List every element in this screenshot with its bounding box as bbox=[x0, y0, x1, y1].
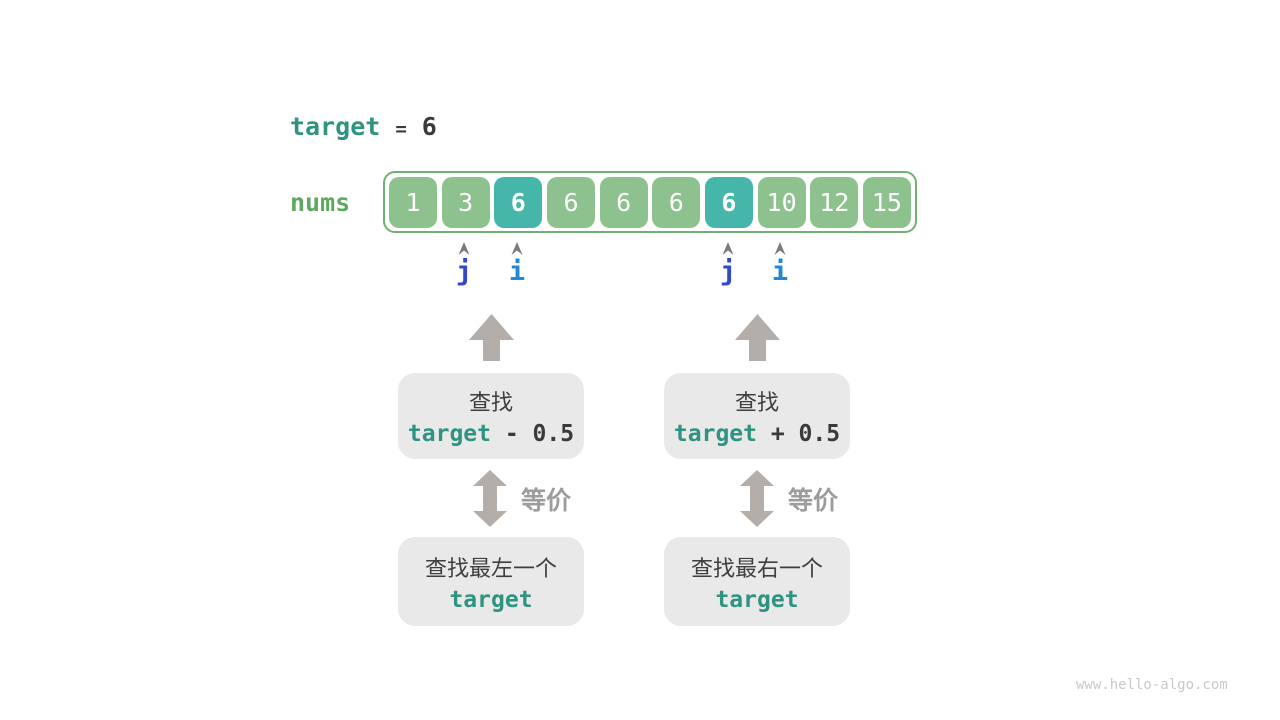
chevron-up-icon bbox=[511, 242, 523, 255]
search-code: target - 0.5 bbox=[408, 421, 574, 447]
array-cell: 6 bbox=[652, 176, 701, 228]
leftmost-target-box: 查找最左一个 target bbox=[398, 537, 584, 626]
code-operand: + 0.5 bbox=[757, 421, 841, 447]
double-arrow-icon bbox=[473, 470, 507, 532]
array-cell: 12 bbox=[810, 176, 859, 228]
code-keyword: target bbox=[715, 586, 799, 613]
target-assignment: target = 6 bbox=[290, 112, 437, 141]
pointer-j-left: j bbox=[444, 242, 484, 286]
chevron-up-icon bbox=[722, 242, 734, 255]
double-arrow-icon bbox=[740, 470, 774, 532]
array-cell: 6 bbox=[494, 176, 543, 228]
bottom-text: 查找最左一个 bbox=[424, 555, 557, 581]
search-box-left: 查找 target - 0.5 bbox=[398, 373, 584, 459]
rightmost-target-box: 查找最右一个 target bbox=[664, 537, 850, 626]
code-keyword: target bbox=[673, 421, 757, 447]
search-text: 查找 bbox=[734, 390, 779, 415]
equals-sign: = bbox=[395, 118, 407, 140]
pointer-label-i: i bbox=[508, 256, 526, 287]
up-arrow-icon bbox=[735, 314, 780, 366]
code-keyword: target bbox=[449, 586, 533, 613]
equivalence-label: 等价 bbox=[521, 487, 572, 515]
pointer-label-j: j bbox=[455, 256, 473, 287]
array-cell: 10 bbox=[757, 176, 806, 228]
up-arrow-icon bbox=[469, 314, 514, 366]
watermark: www.hello-algo.com bbox=[1076, 677, 1228, 693]
pointer-i-right: i bbox=[760, 242, 800, 286]
nums-array: 1 3 6 6 6 6 6 10 12 15 bbox=[383, 171, 917, 233]
pointer-label-j: j bbox=[719, 256, 737, 287]
nums-label: nums bbox=[290, 188, 351, 217]
target-keyword: target bbox=[290, 112, 381, 141]
array-cell: 6 bbox=[704, 176, 753, 228]
search-code: target + 0.5 bbox=[674, 421, 840, 447]
pointer-j-right: j bbox=[708, 242, 748, 286]
code-operand: - 0.5 bbox=[491, 421, 575, 447]
pointer-label-i: i bbox=[771, 256, 789, 287]
pointer-i-left: i bbox=[497, 242, 537, 286]
chevron-up-icon bbox=[774, 242, 786, 255]
bottom-text: 查找最右一个 bbox=[690, 555, 823, 581]
chevron-up-icon bbox=[458, 242, 470, 255]
equivalence-label: 等价 bbox=[788, 487, 839, 515]
search-text: 查找 bbox=[468, 390, 513, 415]
code-keyword: target bbox=[407, 421, 491, 447]
target-value: 6 bbox=[421, 112, 437, 141]
array-cell: 15 bbox=[862, 176, 911, 228]
array-cell: 6 bbox=[599, 176, 648, 228]
array-cell: 6 bbox=[546, 176, 595, 228]
array-cell: 3 bbox=[441, 176, 490, 228]
search-box-right: 查找 target + 0.5 bbox=[664, 373, 850, 459]
array-cell: 1 bbox=[389, 176, 437, 228]
